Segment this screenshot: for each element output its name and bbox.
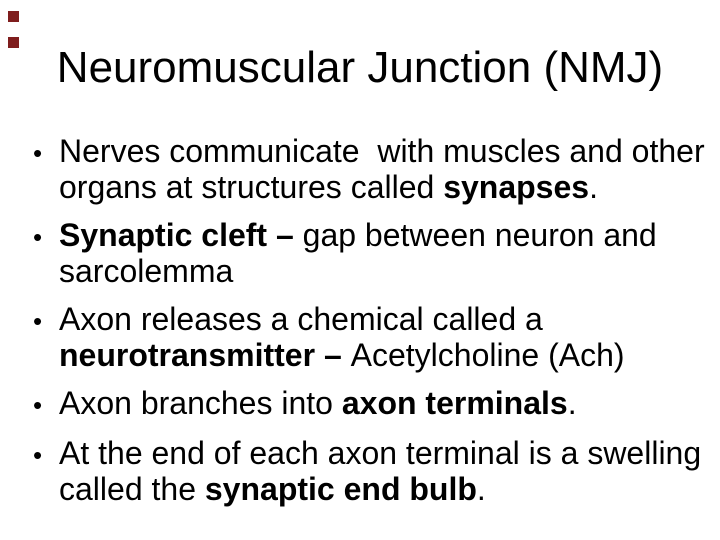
bullet-text-segment: Axon releases a chemical called a: [59, 301, 552, 337]
bullet-text: Axon releases a chemical called a neurot…: [59, 301, 719, 373]
bullet-text-segment: Acetylcholine (Ach): [350, 337, 625, 373]
bullet-list: • Nerves communicate with muscles and oth…: [33, 133, 720, 519]
bullet-text-bold-segment: synaptic end bulb: [204, 471, 477, 507]
bullet-item: • Nerves communicate with muscles and oth…: [33, 133, 720, 205]
bullet-text-segment: Nerves communicate with muscles and othe…: [59, 133, 714, 205]
bullet-text-segment: .: [567, 385, 577, 421]
bullet-dot-icon: •: [33, 222, 43, 252]
bullet-text-segment: .: [476, 471, 486, 507]
bullet-text: Axon branches into axon terminals.: [59, 385, 719, 421]
bullet-item: • Synaptic cleft – gap between neuron and…: [33, 217, 720, 289]
bullet-dot-icon: •: [33, 306, 43, 336]
bullet-text-bold-segment: synapses: [443, 169, 590, 205]
slide-title: Neuromuscular Junction (NMJ): [56, 43, 664, 92]
bullet-text: Nerves communicate with muscles and othe…: [59, 133, 719, 205]
bullet-text-bold-segment: neurotransmitter –: [59, 337, 351, 373]
bullet-item: • At the end of each axon terminal is a s…: [33, 435, 720, 507]
bullet-text-segment: Axon branches into: [59, 385, 342, 421]
bullet-dot-icon: •: [33, 390, 43, 420]
bullet-text-segment: At the end of each axon terminal is a sw…: [59, 435, 711, 507]
bullet-text-bold-segment: Synaptic cleft –: [59, 217, 303, 253]
bullet-text-segment: gap between neuron and sarcolemma: [59, 217, 666, 289]
bullet-item: • Axon branches into axon terminals.: [33, 385, 720, 423]
bullet-text: At the end of each axon terminal is a sw…: [59, 435, 719, 507]
bullet-text-segment: .: [589, 169, 598, 205]
bullet-dot-icon: •: [33, 440, 43, 470]
bullet-text: Synaptic cleft – gap between neuron and …: [59, 217, 719, 289]
bullet-text-bold-segment: axon terminals: [341, 385, 568, 421]
bullet-item: • Axon releases a chemical called a neuro…: [33, 301, 720, 373]
corner-marker-bottom: [8, 37, 19, 48]
bullet-dot-icon: •: [33, 138, 43, 168]
corner-marker-top: [8, 11, 19, 22]
